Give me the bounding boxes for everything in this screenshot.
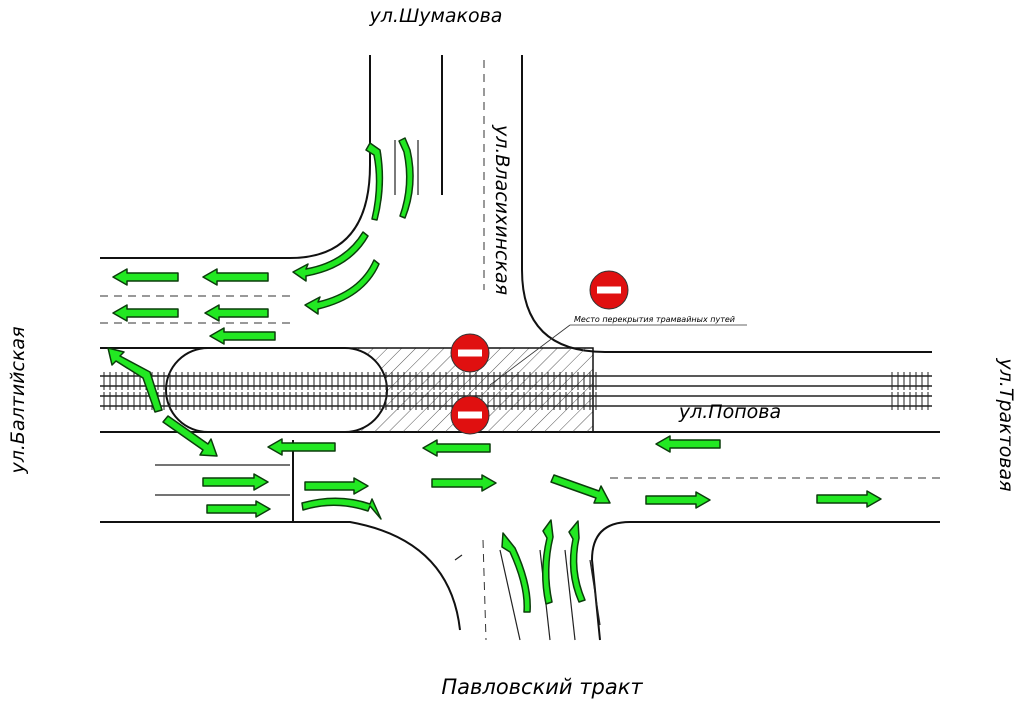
arrow-west-4 — [204, 304, 269, 322]
curved-arrows — [292, 137, 586, 613]
arrow-east-5 — [645, 491, 711, 509]
road-edge-southeast — [590, 521, 940, 641]
no-entry-sign-icon — [450, 333, 490, 373]
road-edge-southwest-curve — [293, 521, 461, 631]
arrow-west-1 — [112, 268, 179, 286]
arrow-curve-southwest — [301, 497, 382, 520]
road-edge-northwest — [100, 55, 371, 259]
arrow-west-6 — [267, 438, 336, 456]
arrow-west-2 — [202, 268, 269, 286]
tram-island — [165, 347, 388, 433]
label-pavlovsky: Павловский тракт — [441, 675, 643, 699]
label-shumakova: ул.Шумакова — [369, 5, 503, 27]
lane-line-s4 — [589, 559, 601, 626]
lane-line-s1 — [499, 549, 521, 641]
direction-arrows — [107, 268, 882, 518]
arrow-west-8 — [655, 435, 721, 453]
arrow-curve-south-2 — [541, 519, 554, 605]
arrow-east-2 — [206, 500, 271, 518]
label-popova: ул.Попова — [678, 401, 781, 423]
arrow-curve-nw-2 — [304, 259, 380, 315]
arrow-curve-south-1 — [501, 532, 531, 613]
arrow-curve-north-1 — [365, 142, 384, 221]
arrow-island-southeast — [162, 415, 218, 457]
arrow-west-3 — [112, 304, 179, 322]
label-traktovaya: ул.Трактовая — [995, 357, 1017, 491]
arrow-east-3 — [304, 477, 369, 495]
lane-dash-south-center — [482, 539, 487, 641]
arrow-curve-north-2 — [398, 137, 414, 219]
lane-markings — [100, 60, 940, 641]
lane-line-s3 — [564, 549, 576, 641]
road-edge-northeast — [521, 55, 932, 353]
lane-tick-s — [454, 554, 463, 561]
no-entry-sign-icon — [589, 270, 629, 310]
note-leader-line — [489, 324, 571, 386]
arrow-island-bent — [107, 347, 163, 413]
label-vlasikhinskaya: ул.Власихинская — [491, 124, 513, 295]
no-entry-sign-icon — [450, 395, 490, 435]
arrow-curve-south-3 — [568, 520, 586, 603]
tram-tracks — [100, 372, 932, 410]
arrow-east-4 — [431, 474, 497, 492]
arrow-west-5 — [209, 327, 276, 345]
arrow-west-7 — [422, 439, 491, 457]
arrow-east-1 — [202, 473, 269, 491]
arrow-east-diagonal — [550, 474, 611, 504]
label-tram-closure-note: Место перекрытия трамвайных путей — [574, 315, 735, 324]
arrow-curve-nw-1 — [292, 231, 369, 282]
label-baltiyskaya: ул.Балтийская — [7, 326, 29, 474]
arrow-east-6 — [816, 490, 882, 508]
